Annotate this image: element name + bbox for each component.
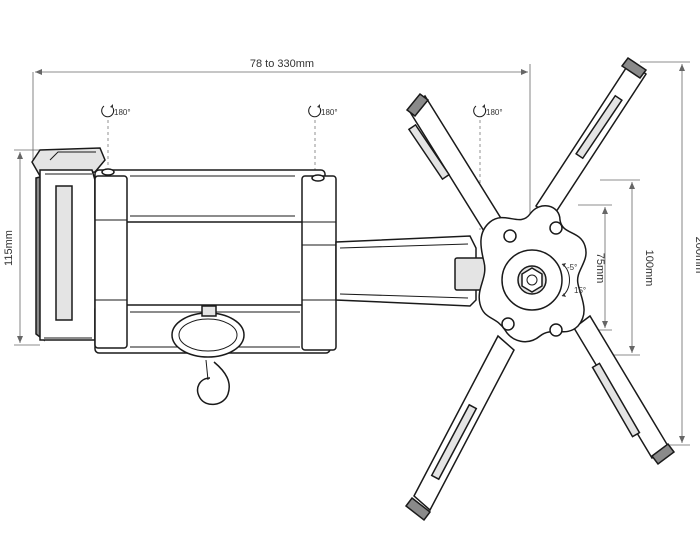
rotation-label-middle: 180°	[321, 108, 338, 117]
width-dimension: 78 to 330mm	[32, 58, 531, 240]
hinge-middle	[301, 174, 337, 351]
rotation-indicator-left: 180°	[101, 104, 131, 168]
wall-height-label: 115mm	[3, 230, 15, 266]
vesa-arm-bottom-right	[573, 314, 676, 466]
tilt-up-label: -5°	[567, 263, 577, 272]
width-label: 78 to 330mm	[250, 58, 314, 70]
arm-extension	[335, 235, 486, 307]
vesa-head-plate	[478, 205, 587, 343]
overall-height-label: 200mm	[693, 237, 700, 274]
vesa-100-dimension: 100mm	[600, 179, 655, 356]
vesa-100-label: 100mm	[643, 250, 655, 287]
wall-height-dimension: 115mm	[3, 149, 40, 346]
hinge-left	[94, 168, 128, 349]
rotation-indicator-middle: 180°	[308, 104, 338, 175]
vesa-arm-top-left	[405, 92, 513, 254]
vesa-arm-top-right	[534, 56, 648, 220]
rotation-label-left: 180°	[114, 108, 131, 117]
tilt-down-label: 15°	[574, 286, 586, 295]
rotation-label-right: 180°	[486, 108, 503, 117]
vesa-75-dimension: 75mm	[578, 204, 612, 331]
wall-plate	[31, 147, 106, 342]
cable-clip	[171, 305, 245, 406]
vesa-arm-bottom-left	[404, 334, 515, 522]
arm-upper-bar	[94, 169, 326, 223]
tilt-indicator: -5° 15°	[561, 263, 586, 297]
vesa-75-label: 75mm	[594, 253, 606, 284]
